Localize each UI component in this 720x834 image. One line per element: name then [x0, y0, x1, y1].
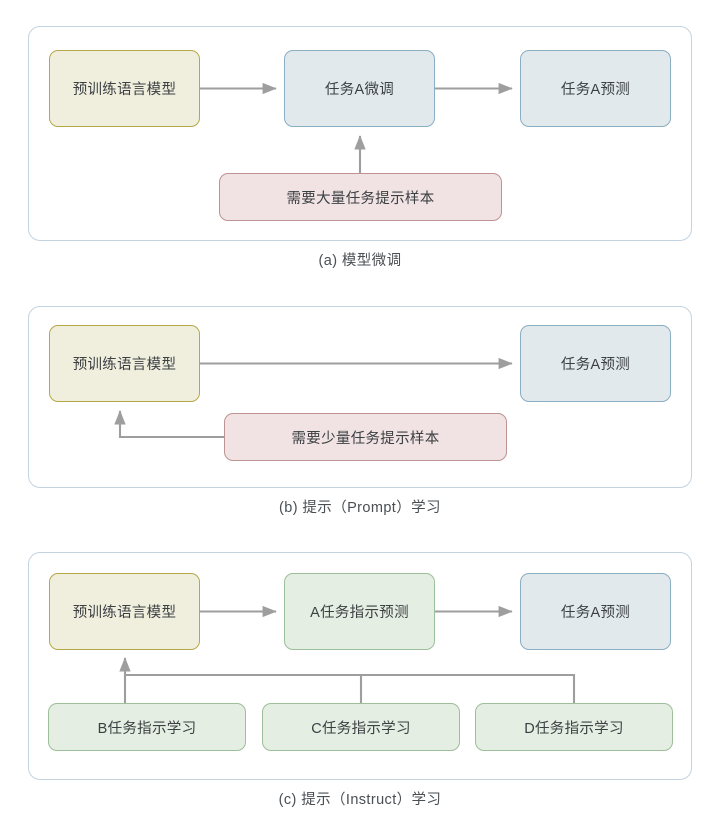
node-b-small-sample-requirement: 需要少量任务提示样本 — [224, 413, 507, 461]
node-a-task-a-prediction: 任务A预测 — [520, 50, 671, 127]
caption-panel-c: (c) 提示（Instruct）学习 — [278, 792, 442, 808]
node-a-task-a-finetune: 任务A微调 — [284, 50, 435, 127]
node-a-pretrained-language-model: 预训练语言模型 — [49, 50, 200, 127]
node-c-task-a-prediction: 任务A预测 — [520, 573, 671, 650]
node-b-pretrained-language-model: 预训练语言模型 — [49, 325, 200, 402]
caption-panel-b: (b) 提示（Prompt）学习 — [279, 500, 441, 516]
node-c-task-d-instruction-learning: D任务指示学习 — [475, 703, 673, 751]
node-b-task-a-prediction: 任务A预测 — [520, 325, 671, 402]
node-c-task-c-instruction-learning: C任务指示学习 — [262, 703, 460, 751]
node-c-task-a-instruction-prediction: A任务指示预测 — [284, 573, 435, 650]
node-c-task-b-instruction-learning: B任务指示学习 — [48, 703, 246, 751]
node-a-large-sample-requirement: 需要大量任务提示样本 — [219, 173, 502, 221]
node-c-pretrained-language-model: 预训练语言模型 — [49, 573, 200, 650]
caption-panel-a: (a) 模型微调 — [318, 253, 402, 269]
